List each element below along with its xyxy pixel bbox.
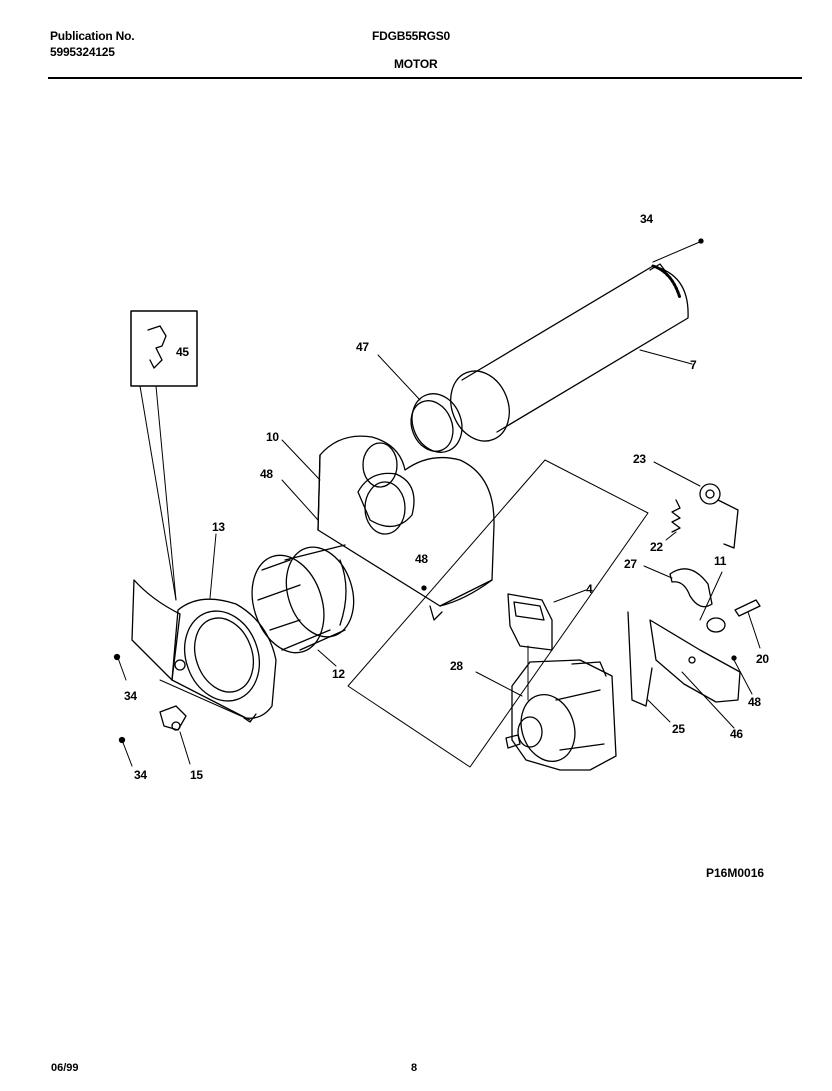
part-label-27: 27 [624,557,637,571]
leader-line [733,659,753,695]
part-label-34-left: 34 [124,689,137,703]
drive-motor [505,659,617,771]
publication-label: Publication No. [50,29,135,43]
leader-line [653,461,701,487]
base-plane-outline [347,459,649,768]
header-rule [48,77,802,79]
leader-line [179,731,191,765]
part-label-48-center: 48 [415,552,428,566]
part-label-34-bottom: 34 [134,768,147,782]
part-label-20: 20 [756,652,769,666]
motor-bracket [507,593,553,651]
leader-line [209,533,217,599]
part-label-45: 45 [176,345,189,359]
leader-line [553,589,587,603]
idler-wheel [706,617,726,633]
screw-48-right [731,655,737,661]
leader-line [647,699,671,723]
motor-mount [627,611,741,707]
idler-arm [669,568,713,608]
part-label-10: 10 [266,430,279,444]
drawing-id: P16M0016 [706,866,765,880]
part-label-12: 12 [332,667,345,681]
seal-panel [131,579,181,681]
switch-component [159,705,187,731]
part-label-34-top: 34 [640,212,653,226]
part-label-48-left: 48 [260,467,273,481]
leader-line [377,354,421,401]
idler-bolt [734,599,761,617]
front-bulkhead [171,598,277,723]
blower-housing [317,435,495,621]
shield-icon [147,325,167,369]
part-label-25: 25 [672,722,685,736]
leader-line [665,531,677,541]
screw-34-bottom [118,736,126,744]
part-label-48-right: 48 [748,695,761,709]
leader-line [747,611,761,649]
leader-line [699,571,723,621]
part-label-11: 11 [714,554,727,568]
publication-number: 5995324125 [50,45,115,59]
blower-wheel [251,544,355,654]
leader-line [317,649,337,667]
part-label-47: 47 [356,340,369,354]
leader-line [281,479,319,521]
part-label-46: 46 [730,727,743,741]
part-label-28: 28 [450,659,463,673]
section-title: MOTOR [394,57,438,71]
screw-48-center [421,585,427,591]
leader-line [117,657,127,681]
leader-line [643,565,673,579]
part-label-23: 23 [633,452,646,466]
leader-line [475,671,523,697]
leader-line [681,671,735,729]
shield-callout-box [130,310,198,387]
idler-pulley [699,483,739,549]
leader-line [652,240,703,263]
leader-line [139,385,177,601]
idler-spring [671,499,681,533]
part-label-15: 15 [190,768,203,782]
part-label-4: 4 [586,582,593,596]
leader-line [281,439,321,481]
exhaust-duct [450,263,689,442]
footer-date: 06/99 [51,1062,79,1074]
leader-line [155,385,177,601]
leader-line [121,739,133,767]
screw-34-left [113,653,121,661]
page-number: 8 [411,1062,418,1074]
part-label-7: 7 [690,358,697,372]
part-label-13: 13 [212,520,225,534]
leader-line [159,679,251,721]
bulkhead-hole [174,659,186,671]
model-number: FDGB55RGS0 [372,29,451,43]
part-label-22: 22 [650,540,663,554]
leader-line [639,349,693,365]
screw-34-top [698,238,704,244]
duct-clamp [410,393,463,453]
